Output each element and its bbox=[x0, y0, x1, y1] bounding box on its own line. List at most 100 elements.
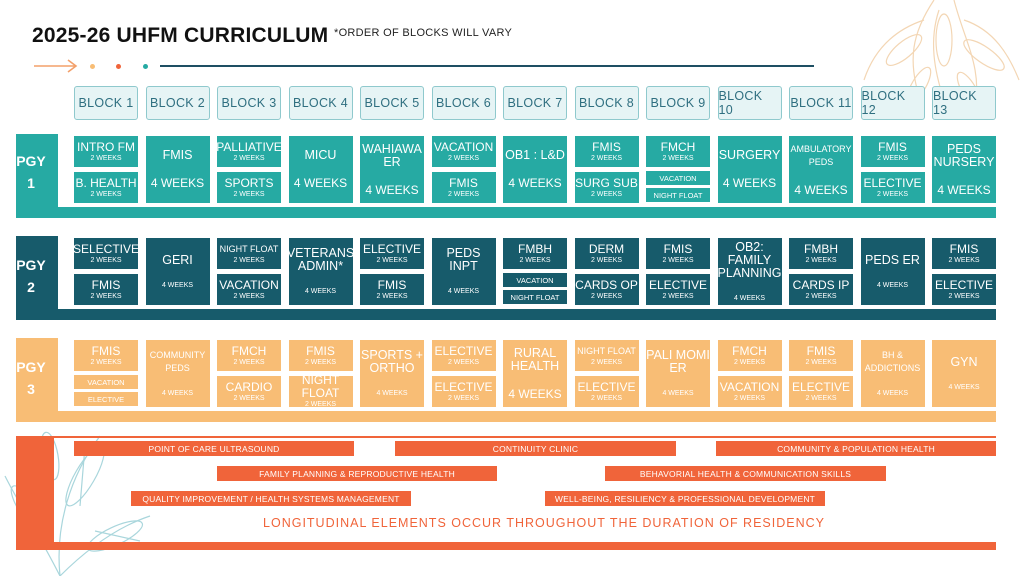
rotation-duration: 4 WEEKS bbox=[662, 390, 694, 397]
rotation-duration: 2 WEEKS bbox=[805, 394, 837, 402]
rotation-name: VACATION bbox=[219, 277, 279, 292]
rotation-name: ELECTIVE bbox=[648, 277, 708, 292]
rotation-duration: 2 WEEKS bbox=[876, 190, 909, 198]
rotation-name: OB1 : L&D bbox=[505, 148, 565, 162]
rotation-name: WAHIAWA ER bbox=[362, 141, 422, 169]
rotation-duration: 2 WEEKS bbox=[590, 292, 623, 300]
rotation-duration: 2 WEEKS bbox=[519, 256, 551, 264]
rotation-name: ELECTIVE bbox=[863, 175, 922, 190]
rotation-name: COMMUNITY PEDS bbox=[149, 350, 206, 373]
rotation-duration: 2 WEEKS bbox=[590, 154, 623, 162]
rotation-name: SPORTS bbox=[224, 175, 274, 190]
rotation-duration: 4 WEEKS bbox=[937, 182, 991, 197]
rotation-duration: 4 WEEKS bbox=[161, 390, 194, 397]
rotation-name: SPORTS + ORTHO bbox=[361, 348, 423, 375]
rotation-name: FMIS bbox=[806, 343, 836, 358]
rotation-name: GYN bbox=[950, 354, 978, 369]
rotation-duration: 4 WEEKS bbox=[794, 182, 848, 197]
pgy2-label: PGY 2 bbox=[16, 257, 46, 295]
rotation-name: PEDS NURSERY bbox=[933, 141, 995, 169]
rotation-duration: 4 WEEKS bbox=[293, 176, 348, 190]
rotation-duration: 2 WEEKS bbox=[590, 190, 623, 198]
rotation-duration: 2 WEEKS bbox=[662, 154, 694, 162]
rotation-duration: 2 WEEKS bbox=[447, 154, 480, 162]
rotation-duration: 2 WEEKS bbox=[948, 292, 980, 300]
rotation-name: DERM bbox=[588, 241, 625, 256]
rotation-duration: 2 WEEKS bbox=[376, 256, 408, 264]
rotation-name: FMIS bbox=[949, 241, 979, 256]
rotation-name: FMCH bbox=[660, 139, 696, 154]
rotation-duration: 2 WEEKS bbox=[662, 256, 694, 264]
rotation-cell: COMMUNITY PEDS 4 WEEKS bbox=[145, 340, 210, 407]
rotation-name: NIGHT FLOAT bbox=[653, 190, 703, 200]
rotation-duration: 4 WEEKS bbox=[876, 390, 909, 397]
rotation-duration: 2 WEEKS bbox=[948, 256, 980, 264]
arrow-right-icon bbox=[34, 59, 78, 73]
rotation-name: PALI MOMI ER bbox=[646, 348, 710, 375]
rotation-name: VACATION bbox=[659, 173, 697, 183]
rotation-duration: 2 WEEKS bbox=[447, 190, 480, 198]
pgy1-label: PGY 1 bbox=[16, 153, 46, 191]
rotation-duration: 2 WEEKS bbox=[662, 292, 694, 300]
rotation-name: VACATION bbox=[719, 379, 780, 394]
rotation-duration: 2 WEEKS bbox=[90, 256, 122, 264]
rotation-name: CARDS OP bbox=[575, 277, 638, 292]
rotation-cell: SPORTS + ORTHO 4 WEEKS bbox=[360, 340, 424, 407]
divider bbox=[160, 65, 814, 67]
rotation-duration: 4 WEEKS bbox=[376, 390, 408, 397]
block-header: BLOCK 11 bbox=[789, 86, 853, 120]
longitudinal-bottom-bar bbox=[16, 542, 996, 550]
block-header: BLOCK 12 bbox=[860, 86, 925, 120]
rotation-duration: 2 WEEKS bbox=[233, 394, 265, 402]
rotation-name: CARDIO bbox=[225, 379, 273, 394]
rotation-name: FMIS bbox=[663, 241, 693, 256]
rotation-duration: 4 WEEKS bbox=[733, 294, 766, 302]
rotation-cell-small: NIGHT FLOAT bbox=[503, 290, 567, 304]
rotation-name: FMCH bbox=[231, 343, 267, 358]
rotation-duration: 2 WEEKS bbox=[590, 358, 623, 366]
rotation-duration: 2 WEEKS bbox=[90, 292, 122, 300]
rotation-name: FMIS bbox=[449, 175, 478, 190]
rotation-duration: 2 WEEKS bbox=[733, 394, 766, 402]
rotation-name: PEDS INPT bbox=[446, 246, 481, 273]
rotation-name: FMIS bbox=[91, 277, 121, 292]
rotation-duration: 2 WEEKS bbox=[805, 256, 837, 264]
rotation-name: RURAL HEALTH bbox=[510, 345, 560, 373]
rotation-name: FMIS bbox=[878, 139, 907, 154]
pgy3-label: PGY 3 bbox=[16, 359, 46, 397]
rotation-cell: VETERANS ADMIN*4 WEEKS bbox=[288, 238, 353, 305]
block-header: BLOCK 6 bbox=[431, 86, 496, 120]
rotation-name: NIGHT FLOAT bbox=[301, 376, 340, 400]
rotation-name: VACATION bbox=[87, 377, 125, 387]
rotation-name: VETERANS ADMIN* bbox=[288, 246, 353, 273]
rotation-name: SURGERY bbox=[718, 148, 781, 162]
rotation-name: VACATION bbox=[433, 139, 494, 154]
rotation-duration: 2 WEEKS bbox=[233, 154, 265, 162]
block-header: BLOCK 9 bbox=[646, 86, 710, 120]
rotation-name: VACATION bbox=[516, 275, 554, 285]
